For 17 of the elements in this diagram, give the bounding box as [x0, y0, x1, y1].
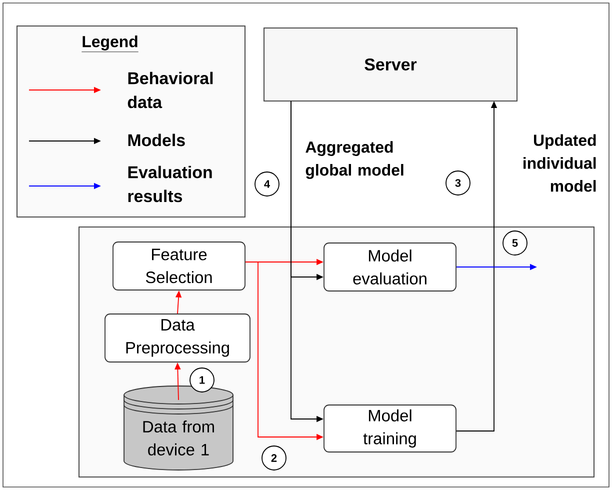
legend-title: Legend — [81, 36, 139, 52]
edge-label: Aggregated global model — [306, 141, 404, 179]
step-number: 1 — [190, 368, 214, 392]
step-number: 3 — [446, 170, 470, 196]
edge-label: Updated individual model — [524, 134, 596, 192]
process-box: Model evaluation — [324, 242, 456, 292]
process-box: Feature Selection — [112, 242, 246, 290]
legend-label: Models — [128, 134, 185, 146]
legend-label: Behavioral data — [128, 72, 213, 108]
process-box: Data Preprocessing — [104, 314, 250, 362]
server-box: Server — [264, 28, 518, 102]
step-number: 4 — [254, 172, 280, 196]
process-box: Model training — [324, 404, 456, 452]
step-number: 5 — [502, 230, 528, 256]
database-cylinder: Data from device 1 — [124, 386, 234, 470]
legend-label: Evaluation results — [128, 166, 212, 202]
step-number: 2 — [262, 446, 286, 470]
